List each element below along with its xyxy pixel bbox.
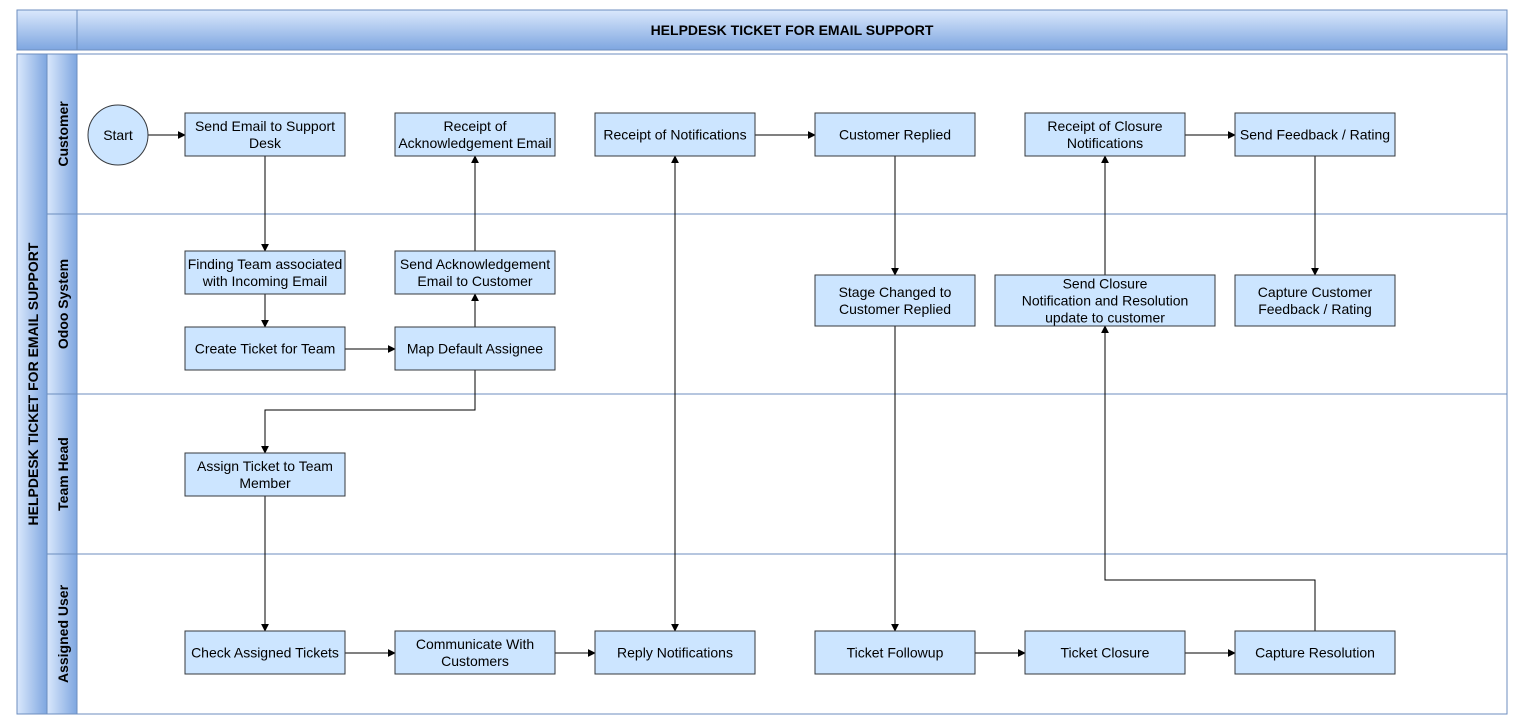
node-label-receipt-closure-0: Receipt of Closure bbox=[1047, 118, 1162, 134]
node-label-send-closure-2: update to customer bbox=[1045, 310, 1165, 326]
node-label-customer-replied-0: Customer Replied bbox=[839, 127, 951, 143]
header-bar: HELPDESK TICKET FOR EMAIL SUPPORT bbox=[16, 9, 1508, 51]
node-label-send-ack-0: Send Acknowledgement bbox=[400, 256, 550, 272]
pool-title: HELPDESK TICKET FOR EMAIL SUPPORT bbox=[25, 242, 41, 525]
node-label-check-tickets-0: Check Assigned Tickets bbox=[191, 645, 339, 661]
node-label-stage-changed-0: Stage Changed to bbox=[839, 284, 952, 300]
node-label-assign-ticket-1: Member bbox=[239, 475, 291, 491]
header-title: HELPDESK TICKET FOR EMAIL SUPPORT bbox=[651, 22, 934, 38]
node-label-receipt-notif-0: Receipt of Notifications bbox=[603, 127, 746, 143]
node-label-receipt-ack-1: Acknowledgement Email bbox=[398, 135, 551, 151]
node-capture-resolution: Capture Resolution bbox=[1234, 630, 1396, 675]
node-ticket-followup: Ticket Followup bbox=[814, 630, 976, 675]
node-label-finding-team-1: with Incoming Email bbox=[202, 273, 328, 289]
node-label-start-0: Start bbox=[103, 127, 133, 143]
node-label-send-closure-0: Send Closure bbox=[1063, 276, 1148, 292]
node-label-ticket-closure-0: Ticket Closure bbox=[1061, 645, 1150, 661]
node-receipt-notif: Receipt of Notifications bbox=[594, 112, 756, 157]
node-map-assignee: Map Default Assignee bbox=[394, 326, 556, 371]
node-ticket-closure: Ticket Closure bbox=[1024, 630, 1186, 675]
node-check-tickets: Check Assigned Tickets bbox=[184, 630, 346, 675]
lane-odoo: Odoo System bbox=[46, 213, 1507, 395]
lane-label-customer: Customer bbox=[55, 101, 71, 167]
node-label-send-feedback-0: Send Feedback / Rating bbox=[1240, 127, 1390, 143]
lane-customer: Customer bbox=[46, 53, 1507, 215]
node-label-communicate-0: Communicate With bbox=[416, 636, 534, 652]
node-label-create-ticket-0: Create Ticket for Team bbox=[195, 341, 336, 357]
node-label-capture-feedback-0: Capture Customer bbox=[1258, 284, 1373, 300]
connectors bbox=[148, 131, 1319, 657]
lane-teamhead: Team Head bbox=[46, 393, 1507, 555]
node-label-stage-changed-1: Customer Replied bbox=[839, 301, 951, 317]
node-label-ticket-followup-0: Ticket Followup bbox=[847, 645, 944, 661]
node-start: Start bbox=[87, 104, 149, 166]
edge-capture-resolution-to-send-closure bbox=[1101, 325, 1316, 631]
node-send-feedback: Send Feedback / Rating bbox=[1234, 112, 1396, 157]
node-label-send-email-1: Desk bbox=[249, 135, 282, 151]
lane-label-odoo: Odoo System bbox=[55, 259, 71, 349]
node-label-send-email-0: Send Email to Support bbox=[195, 118, 335, 134]
lane-label-assigned: Assigned User bbox=[55, 584, 71, 683]
node-create-ticket: Create Ticket for Team bbox=[184, 326, 346, 371]
node-label-assign-ticket-0: Assign Ticket to Team bbox=[197, 458, 333, 474]
node-reply-notif: Reply Notifications bbox=[594, 630, 756, 675]
node-label-capture-resolution-0: Capture Resolution bbox=[1255, 645, 1375, 661]
node-label-capture-feedback-1: Feedback / Rating bbox=[1258, 301, 1372, 317]
node-label-map-assignee-0: Map Default Assignee bbox=[407, 341, 543, 357]
lane-label-teamhead: Team Head bbox=[55, 437, 71, 511]
node-label-communicate-1: Customers bbox=[441, 653, 509, 669]
node-label-reply-notif-0: Reply Notifications bbox=[617, 645, 733, 661]
node-label-finding-team-0: Finding Team associated bbox=[188, 256, 343, 272]
node-label-receipt-closure-1: Notifications bbox=[1067, 135, 1143, 151]
lane-assigned: Assigned User bbox=[46, 553, 1507, 715]
node-label-receipt-ack-0: Receipt of bbox=[443, 118, 506, 134]
edge-map-assignee-to-assign-ticket bbox=[261, 370, 476, 454]
node-label-send-ack-1: Email to Customer bbox=[417, 273, 532, 289]
node-customer-replied: Customer Replied bbox=[814, 112, 976, 157]
node-label-send-closure-1: Notification and Resolution bbox=[1022, 293, 1189, 309]
